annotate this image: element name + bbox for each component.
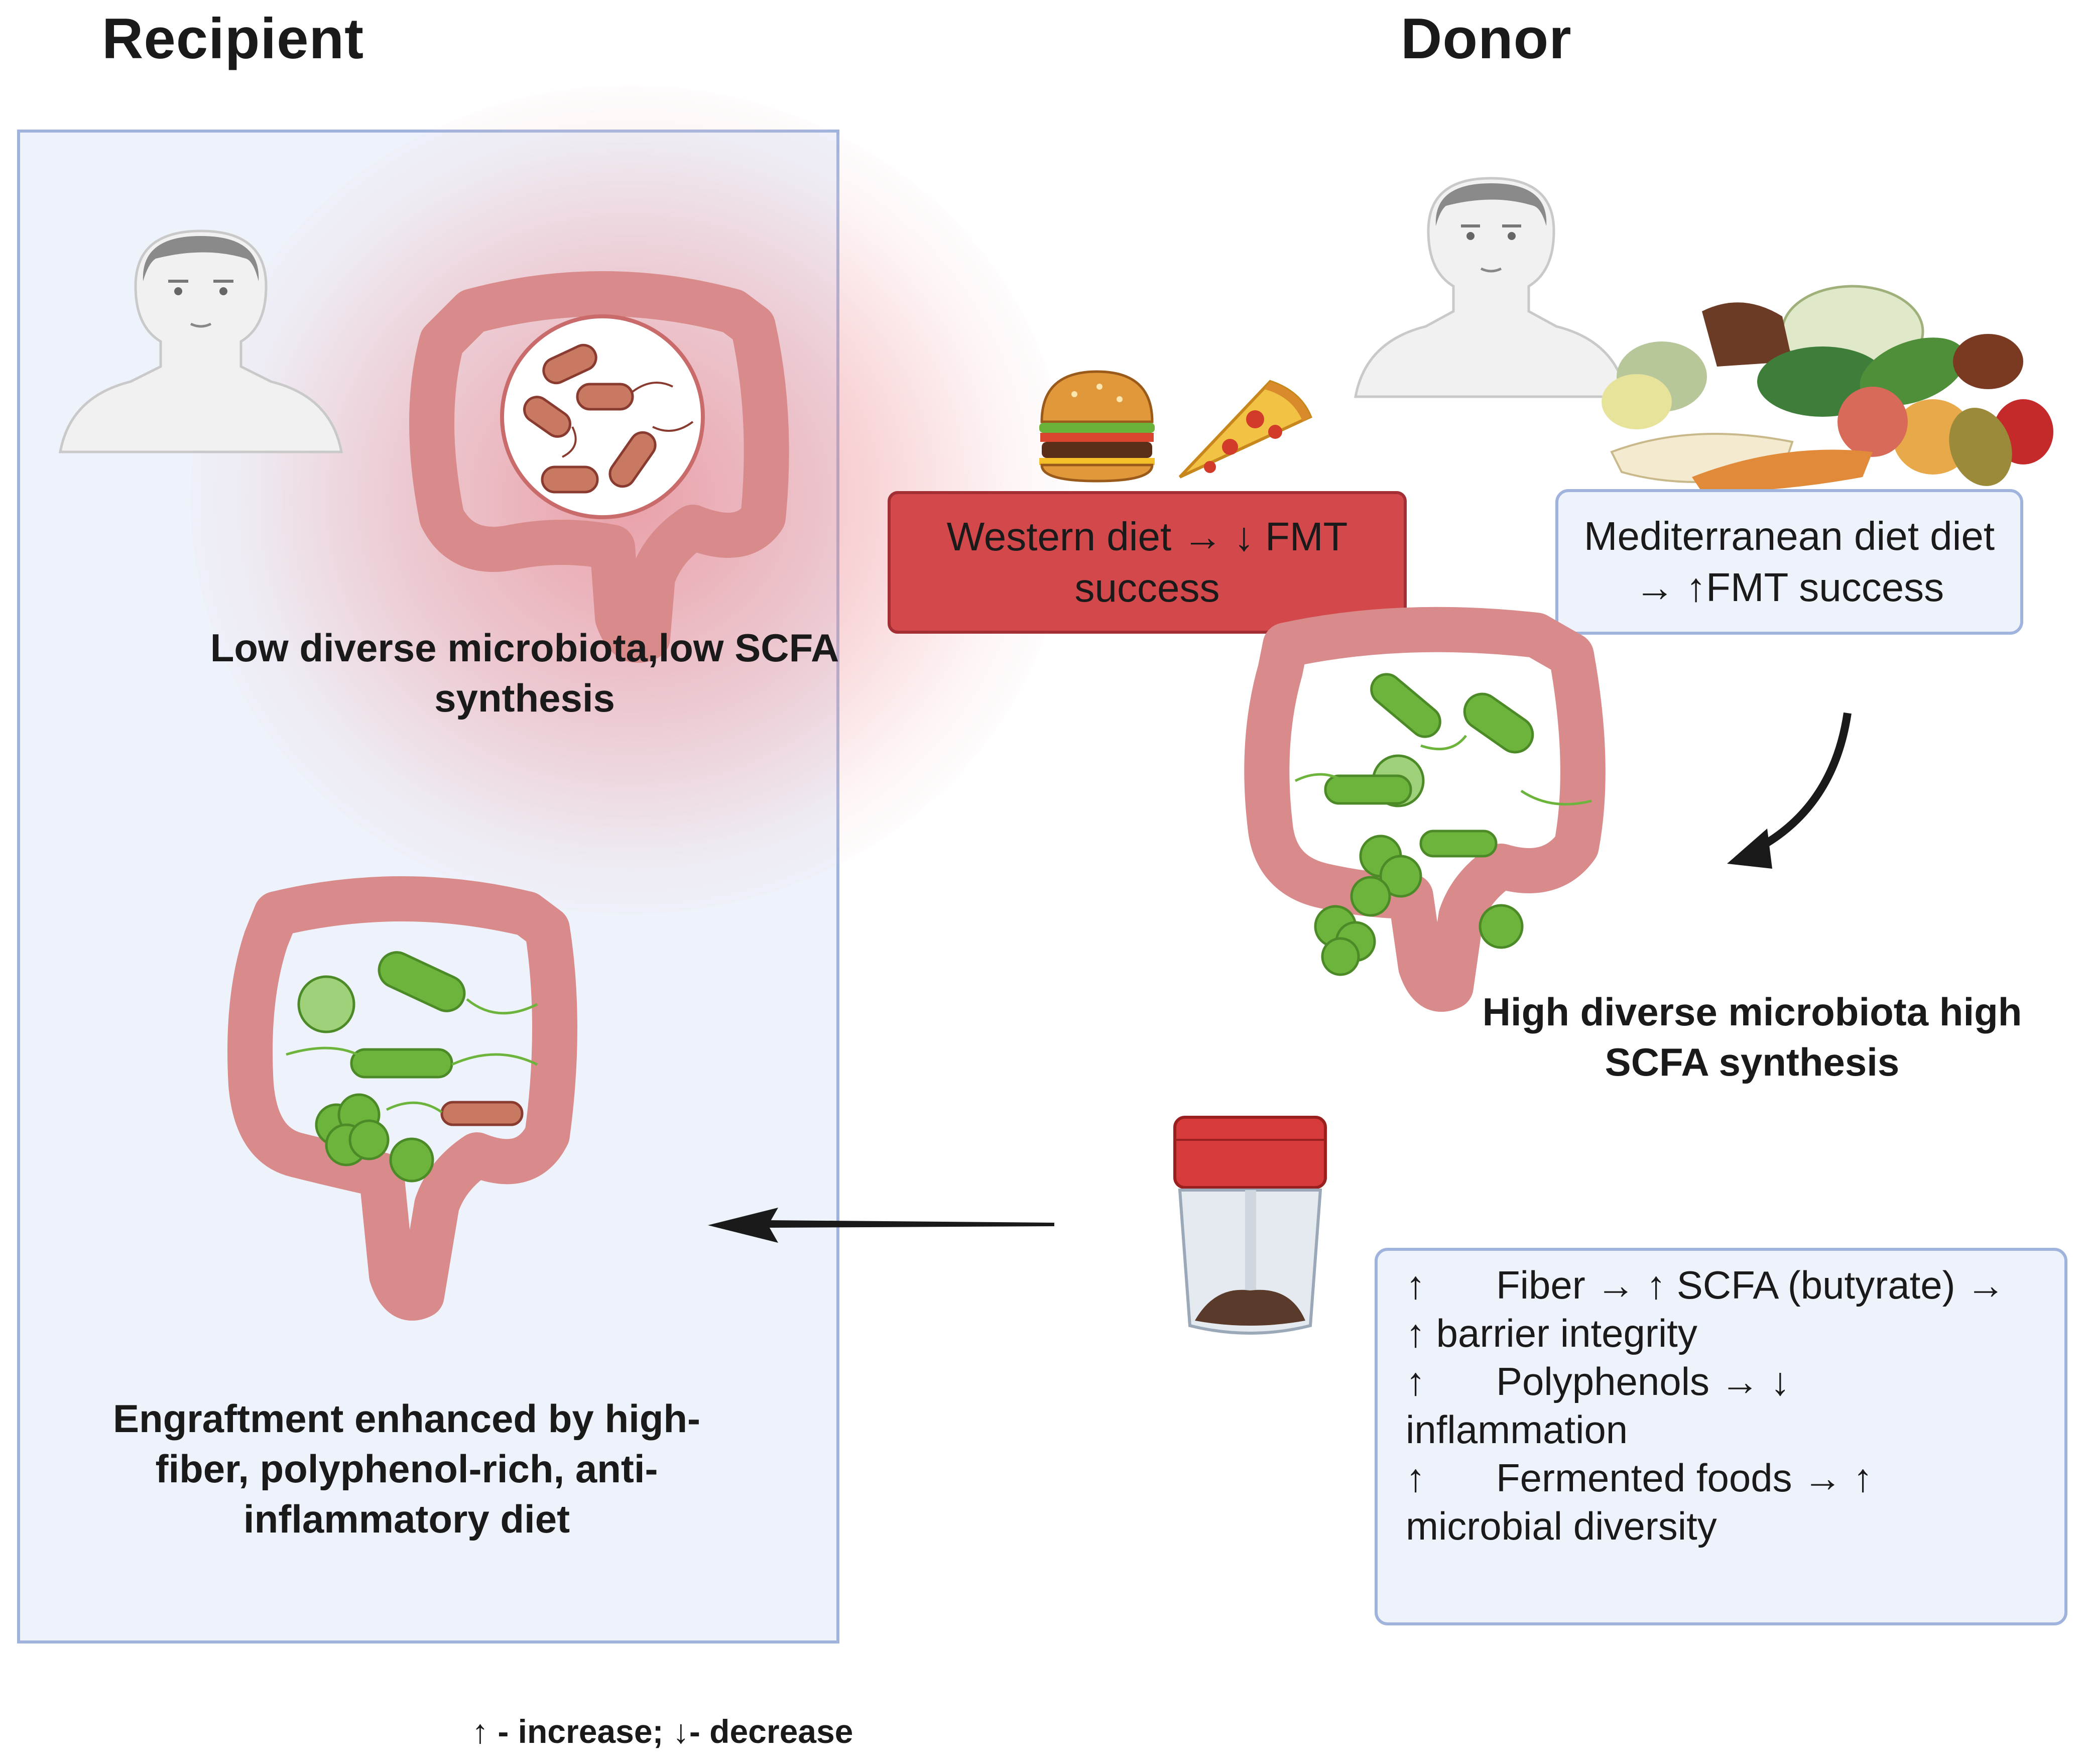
donor-microbiota-label-line1: High diverse microbiota high [1482,990,2022,1034]
bacteria-icon [297,951,466,1183]
mediterranean-diet-line2: → ↑FMT success [1634,565,1944,610]
mediterranean-diet-line1: Mediterranean diet diet [1583,514,1995,558]
western-diet-box: Western diet → ↓ FMT success [888,491,1407,634]
mediterranean-food-icon [1602,285,2053,492]
effects-line-fiber: ↑Fiber → ↑ SCFA (butyrate) → [1406,1261,2049,1309]
effects-line-polyphenols: ↑Polyphenols → ↓ [1406,1357,2049,1405]
mediterranean-diet-box: Mediterranean diet diet → ↑FMT success [1555,489,2023,635]
diet-effects-box: ↑Fiber → ↑ SCFA (butyrate) → ↑ barrier i… [1375,1248,2067,1625]
effects-line-diversity: microbial diversity [1406,1504,1717,1548]
bacteria-icon [523,343,657,494]
recipient-microbiota-label: Low diverse microbiota,low SCFA synthesi… [186,623,864,723]
engraftment-label-line2: fiber, polyphenol-rich, anti- [155,1447,658,1491]
colon-icon [409,271,789,663]
curved-arrow-icon [1727,712,1852,869]
colon-icon [227,876,577,1321]
western-diet-line2: success [1074,565,1220,610]
effects-line-barrier: ↑ barrier integrity [1406,1311,1697,1355]
recipient-microbiota-label-line1: Low diverse microbiota,low SCFA [210,626,839,670]
donor-microbiota-label: High diverse microbiota high SCFA synthe… [1426,987,2078,1087]
recipient-person-icon [59,229,343,453]
engraftment-label: Engraftment enhanced by high- fiber, pol… [70,1393,743,1544]
up-arrow-icon: ↑ [1406,1263,1425,1307]
engraftment-label-line1: Engraftment enhanced by high- [112,1396,701,1441]
burger-icon [1039,370,1155,483]
up-arrow-icon: ↑ [1406,1456,1425,1500]
western-diet-line1: Western diet → ↓ FMT [946,514,1348,559]
donor-person-icon [1354,177,1628,398]
bacteria-icon [1314,673,1534,976]
donor-header: Donor [1401,7,1572,71]
up-arrow-icon: ↑ [1406,1359,1425,1403]
effects-line-fermented: ↑Fermented foods → ↑ [1406,1454,2049,1502]
pizza-icon [1178,380,1312,479]
colon-icon [1244,607,1606,1012]
recipient-header: Recipient [102,7,364,71]
recipient-microbiota-label-line2: synthesis [434,676,615,720]
effects-line-inflammation: inflammation [1406,1407,1628,1452]
stool-sample-jar-icon [1173,1116,1327,1335]
arrow-legend: ↑ - increase; ↓- decrease [472,1713,853,1750]
left-arrow-icon [708,1208,1054,1243]
engraftment-label-line3: inflammatory diet [243,1497,570,1541]
donor-microbiota-label-line2: SCFA synthesis [1605,1040,1900,1084]
